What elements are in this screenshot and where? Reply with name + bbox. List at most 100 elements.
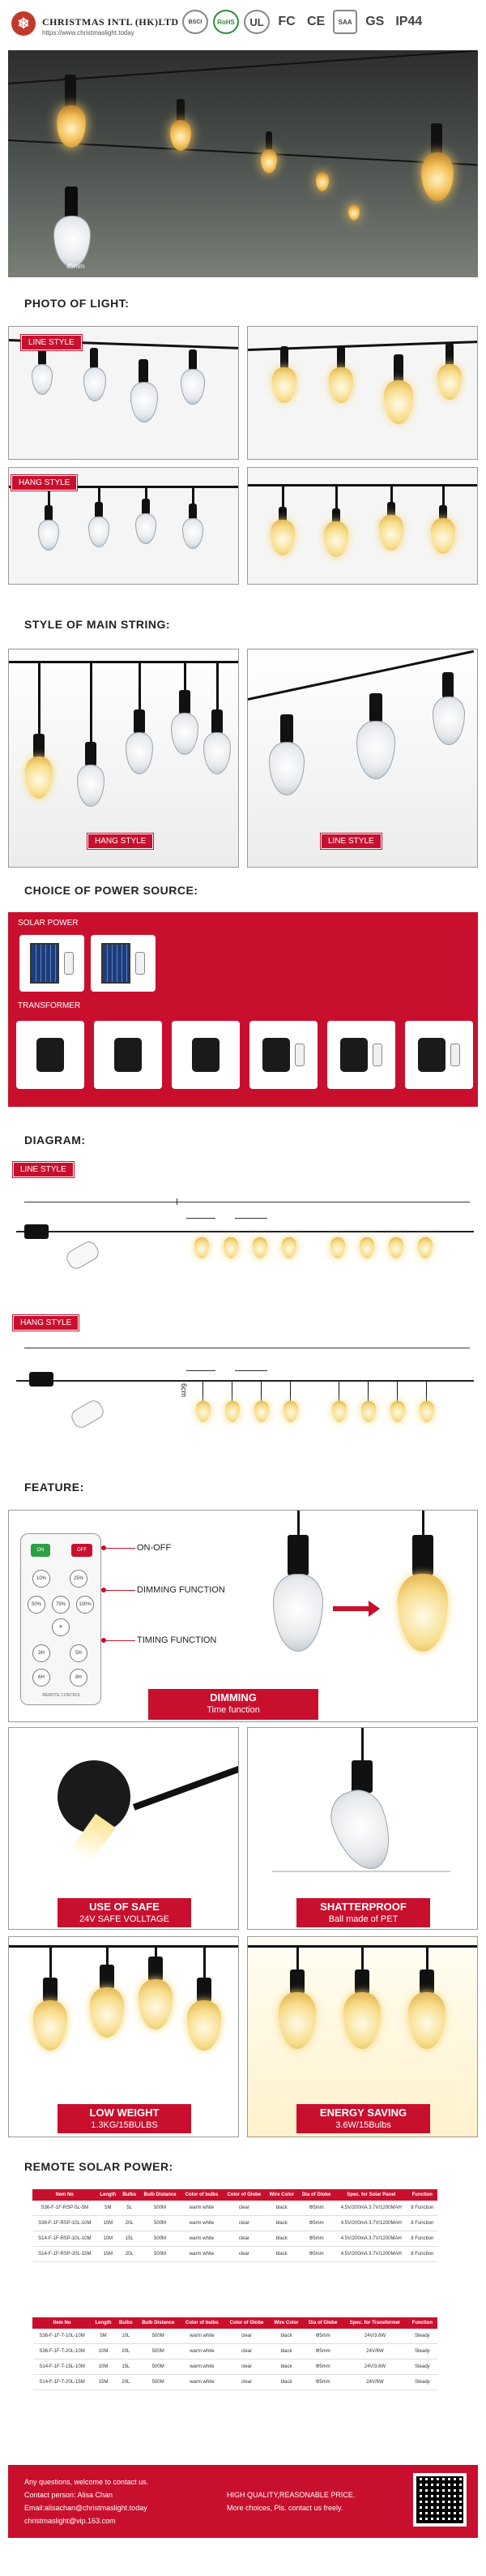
table-cell: black	[269, 2359, 304, 2375]
table-cell: 4.5V/200mA 3.7V/1200MAH	[335, 2231, 408, 2247]
company-name: CHRISTMAS INTL (HK)LTD	[42, 16, 179, 28]
line-style-tag: LINE STYLE	[20, 334, 83, 351]
transformer-option-4[interactable]	[249, 1021, 318, 1089]
diagram-bulb	[420, 1401, 434, 1422]
drop-wire	[106, 1947, 109, 1966]
main-string-line-photo	[247, 649, 478, 868]
socket	[352, 1760, 373, 1793]
footer-welcome: Any questions, welcome to contact us.	[24, 2478, 149, 2486]
page-header: ❄ CHRISTMAS INTL (HK)LTD https://www.chr…	[0, 0, 486, 49]
socket	[189, 504, 197, 520]
diagram-bulb	[282, 1237, 296, 1258]
remote-on-button[interactable]: ON	[31, 1544, 50, 1557]
remote-level-button[interactable]: 75%	[52, 1596, 70, 1614]
column-header: Bulbs	[114, 2317, 137, 2329]
remote-icon	[64, 952, 74, 975]
table-cell: 10L	[115, 2328, 137, 2344]
callout-dot	[101, 1638, 106, 1643]
callout-dimming: DIMMING FUNCTION	[137, 1585, 225, 1595]
table-cell: warm white	[180, 2374, 224, 2390]
remote-sun-button[interactable]: ☀	[52, 1618, 70, 1636]
remote-timer-button[interactable]: 3H	[32, 1644, 50, 1662]
table-cell: warm white	[181, 2231, 223, 2247]
diagram-title: DIAGRAM:	[24, 1134, 86, 1147]
socket	[33, 734, 45, 758]
adapter-icon	[418, 1038, 446, 1072]
ip44-badge-icon: IP44	[392, 10, 426, 34]
drop-wire	[38, 662, 40, 735]
socket	[211, 709, 223, 734]
socket	[197, 1978, 211, 2002]
footer-tagline: HIGH QUALITY,REASONABLE PRICE.	[227, 2491, 356, 2499]
dimension-line	[235, 1218, 267, 1219]
column-header: Bulb Distance	[139, 2189, 181, 2201]
column-header: Dia of Globe	[303, 2317, 343, 2329]
footer-email-2[interactable]: christmaslight@vip.163.com	[24, 2517, 116, 2525]
diagram-line-wire	[16, 1231, 474, 1232]
remote-level-button[interactable]: 100%	[76, 1596, 94, 1614]
line-style-unlit-photo	[8, 326, 239, 460]
table-cell: Φ5mm	[303, 2359, 343, 2375]
transformer-option-3[interactable]	[172, 1021, 240, 1089]
table-cell: 10M	[91, 2343, 116, 2360]
transformer-spec-table: Item No Length Bulbs Bulb Distance Color…	[32, 2317, 438, 2390]
power-source-panel: SOLAR POWER TRANSFORMER	[8, 912, 478, 1107]
glowing-bulb	[261, 149, 277, 174]
remote-timer-button[interactable]: 8H	[70, 1669, 87, 1687]
solar-option-1[interactable]	[19, 935, 84, 992]
diagram-power-plug	[29, 1372, 53, 1387]
table-cell: 4.5V/200mA 3.7V/1200MAH	[335, 2246, 408, 2262]
transformer-option-5[interactable]	[327, 1021, 395, 1089]
callout-on-off: ON-OFF	[137, 1543, 172, 1553]
clear-bulb	[83, 367, 106, 401]
table-cell: S36-F-1F-RSP-5L-5M	[32, 2200, 97, 2216]
remote-timer-button[interactable]: 5H	[70, 1644, 87, 1662]
drop-wire	[145, 487, 147, 500]
table-cell: warm white	[180, 2359, 224, 2375]
remote-off-button[interactable]: OFF	[71, 1544, 92, 1557]
transformer-option-6[interactable]	[405, 1021, 473, 1089]
diagram-hang-wire	[16, 1380, 474, 1382]
callout-line	[103, 1640, 135, 1641]
drop-wire	[361, 1728, 364, 1760]
remote-solar-title: REMOTE SOLAR POWER:	[24, 2160, 173, 2173]
column-header: Spec. for Solar Panel	[335, 2189, 408, 2201]
clear-bulb	[77, 765, 104, 807]
socket	[279, 507, 287, 521]
qr-code-icon[interactable]	[413, 2473, 467, 2527]
transformer-option-1[interactable]	[16, 1021, 84, 1089]
adapter-icon	[114, 1038, 142, 1072]
table-cell: Φ5mm	[297, 2200, 335, 2216]
table-cell: Φ5mm	[297, 2231, 335, 2247]
solar-option-2[interactable]	[91, 935, 156, 992]
table-cell: warm white	[181, 2215, 223, 2231]
footer-email[interactable]: Email:alisachan@christmaslight.today	[24, 2504, 147, 2512]
table-cell: 20L	[119, 2246, 140, 2262]
lit-bulb	[324, 521, 348, 557]
table-cell: 8 Function	[407, 2215, 437, 2231]
adapter-icon	[262, 1038, 290, 1072]
remote-level-button[interactable]: 10%	[32, 1570, 50, 1588]
column-header: Spec. for Transformer	[342, 2317, 408, 2329]
diagram-bulb	[284, 1401, 298, 1422]
remote-control[interactable]: ON OFF 10% 25% 50% 75% 100% ☀ 3H 5H 6H 8…	[20, 1533, 101, 1705]
remote-timer-button[interactable]: 6H	[32, 1669, 50, 1687]
remote-level-button[interactable]: 25%	[70, 1570, 87, 1588]
string-wire	[9, 661, 238, 663]
drop-wire	[184, 662, 186, 692]
transformer-option-2[interactable]	[94, 1021, 162, 1089]
socket	[177, 99, 185, 122]
table-header-row: Item No Length Bulbs Bulb Distance Color…	[32, 2317, 438, 2329]
company-website[interactable]: https://www.christmaslight.today	[42, 29, 134, 36]
feature-remote-panel: ON OFF 10% 25% 50% 75% 100% ☀ 3H 5H 6H 8…	[8, 1510, 478, 1722]
drop-wire	[202, 1382, 203, 1401]
safe-title: USE OF SAFE	[89, 1901, 160, 1913]
saa-badge-icon: SAA	[333, 10, 358, 34]
main-string-hang-photo	[8, 649, 239, 868]
line-style-lit-photo	[247, 326, 478, 460]
remote-level-button[interactable]: 50%	[28, 1596, 45, 1614]
table-header-row: Item No Length Bulbs Bulb Distance Color…	[32, 2189, 438, 2201]
